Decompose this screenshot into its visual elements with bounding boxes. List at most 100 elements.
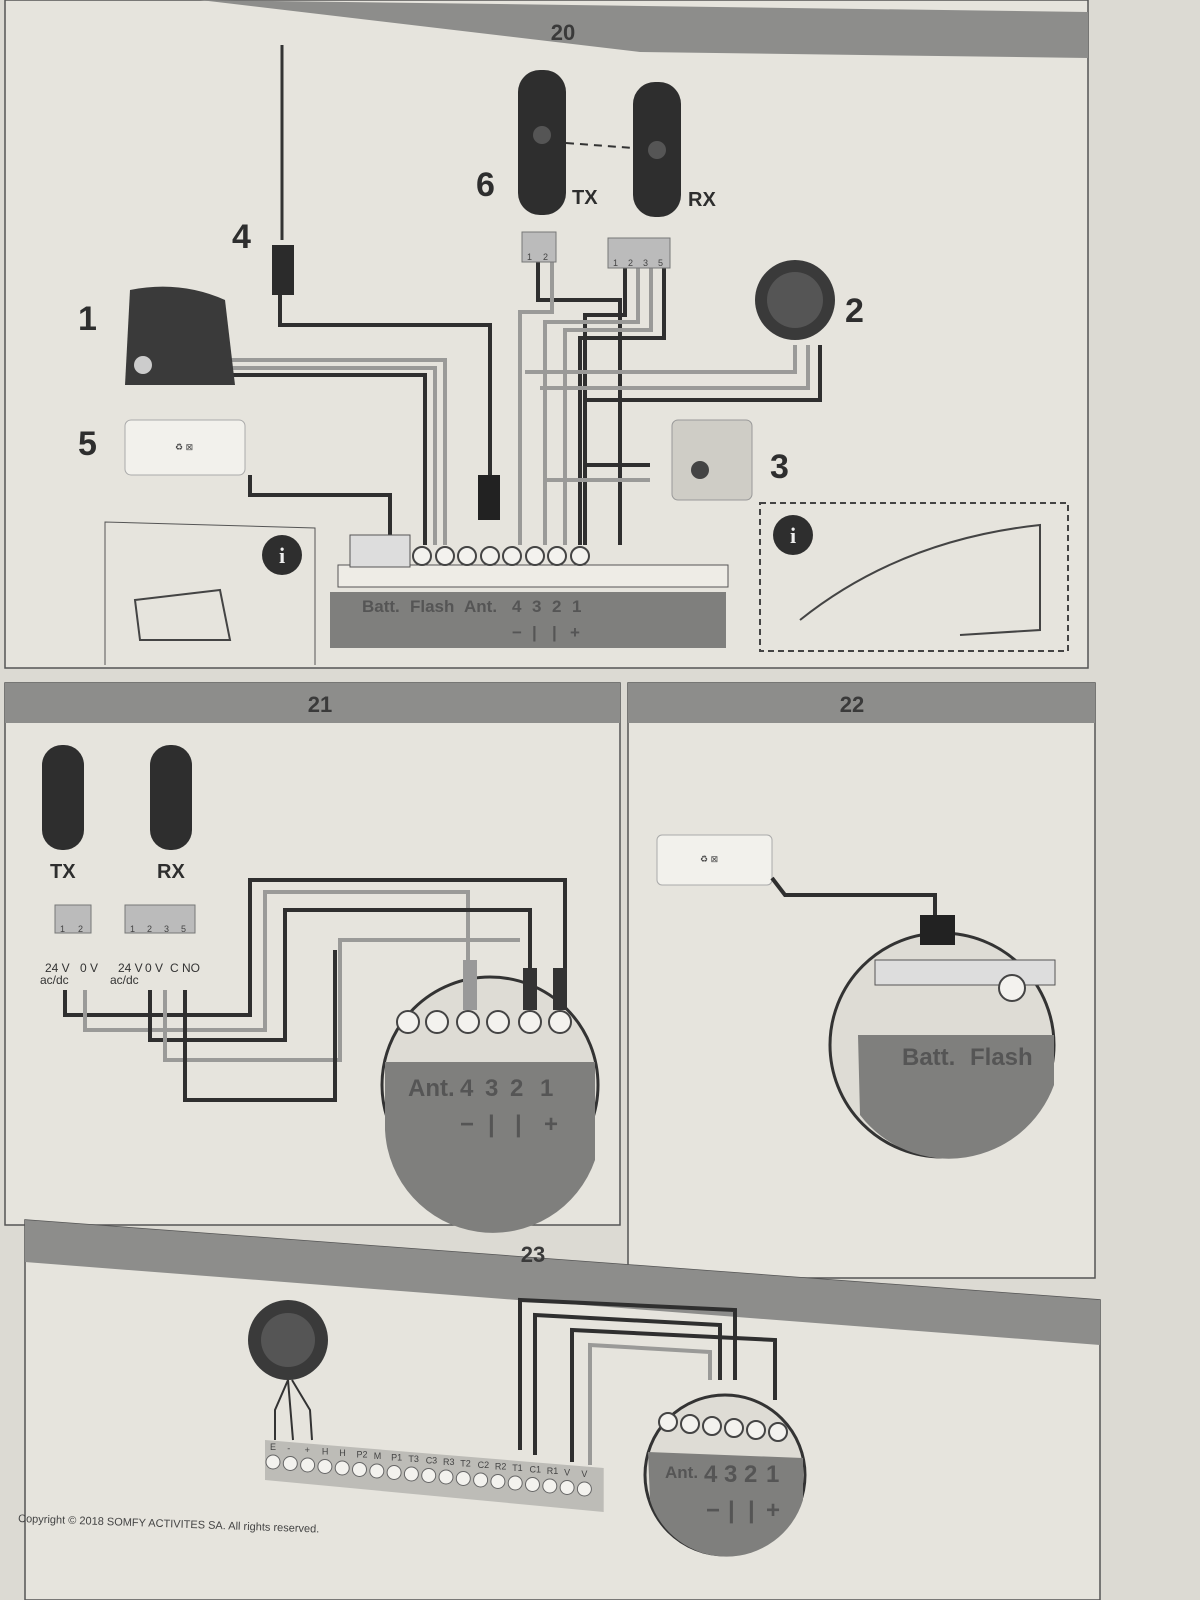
svg-text:3: 3 (724, 1461, 737, 1488)
svg-text:ac/dc: ac/dc (110, 973, 139, 987)
terminal-label: R2 (495, 1462, 507, 1472)
callout-1: 1 (78, 300, 97, 338)
svg-text:4: 4 (460, 1075, 474, 1102)
panel-21: 21 TX RX 1 2 1 2 3 5 24 V 0 V ac/dc 24 V… (4, 682, 621, 1233)
info-icon (773, 515, 813, 555)
terminal-screw (265, 1454, 281, 1470)
svg-text:1: 1 (130, 924, 135, 934)
photocell-rx (150, 745, 192, 850)
svg-text:+: + (766, 1497, 780, 1524)
panel-22-number: 22 (840, 692, 864, 717)
svg-text:Flash: Flash (410, 597, 454, 616)
svg-text:0 V: 0 V (80, 961, 98, 975)
svg-text:|: | (728, 1497, 735, 1524)
terminal-label: H (339, 1448, 346, 1458)
zoom-circle-terminals: Ant. 4 3 2 1 − | | + (643, 1393, 807, 1557)
svg-text:3: 3 (164, 924, 169, 934)
terminal-label: P2 (357, 1450, 368, 1460)
terminal-label: H (322, 1447, 329, 1457)
terminal-label: V (581, 1469, 587, 1479)
rx-label: RX (688, 189, 716, 211)
terminal-screw (473, 1472, 489, 1488)
terminal-label: T3 (408, 1454, 419, 1464)
panel-20: 20 4 (4, 0, 1089, 669)
zoom-circle-battery-terminal: Batt. Flash (828, 915, 1056, 1159)
svg-text:4: 4 (704, 1461, 718, 1488)
terminal-screw (300, 1457, 316, 1473)
tx-terminal-block (54, 904, 92, 934)
svg-text:|: | (552, 623, 557, 642)
zoom-circle-terminals: Ant. 4 3 2 1 − | | + (380, 960, 600, 1233)
svg-text:Ant.: Ant. (408, 1075, 455, 1102)
panel-23-wires (518, 1297, 777, 1465)
terminal-label: E (270, 1442, 276, 1452)
svg-text:−: − (460, 1111, 474, 1138)
svg-text:+: + (544, 1111, 558, 1138)
panel-20-header (200, 0, 1088, 58)
antenna-component: 4 (232, 45, 294, 295)
svg-text:Flash: Flash (970, 1044, 1033, 1071)
terminal-label: T1 (512, 1463, 523, 1473)
svg-text:+: + (570, 623, 580, 642)
info-inset-left: i (104, 521, 316, 665)
battery-component: ♻ ⊠ 5 (78, 419, 246, 476)
terminal-label: R3 (443, 1457, 455, 1467)
terminal-screw (369, 1463, 385, 1479)
callout-5: 5 (78, 425, 97, 463)
terminal-label: + (305, 1445, 310, 1455)
svg-text:3: 3 (643, 258, 648, 268)
svg-text:|: | (488, 1111, 495, 1138)
terminal-label: C2 (478, 1460, 490, 1470)
callout-6: 6 (476, 166, 495, 204)
panel-20-number: 20 (551, 20, 575, 45)
svg-text:Batt.: Batt. (362, 597, 400, 616)
svg-text:24 V: 24 V (118, 961, 143, 975)
svg-text:2: 2 (147, 924, 152, 934)
svg-text:|: | (532, 623, 537, 642)
terminal-legend-panel (648, 1452, 803, 1557)
terminal-screw (438, 1469, 454, 1485)
svg-text:Batt.: Batt. (902, 1044, 955, 1071)
svg-text:2: 2 (628, 258, 633, 268)
svg-text:2: 2 (510, 1075, 523, 1102)
svg-text:C: C (170, 961, 179, 975)
terminal-label: C3 (426, 1456, 438, 1466)
terminal-legend-panel (858, 1035, 1054, 1159)
svg-text:−: − (706, 1497, 720, 1524)
svg-text:♻ ⊠: ♻ ⊠ (700, 854, 718, 864)
svg-text:−: − (512, 623, 522, 642)
terminal-screw (317, 1459, 333, 1474)
svg-text:5: 5 (658, 258, 663, 268)
terminal-screw (282, 1456, 298, 1471)
svg-text:24 V: 24 V (45, 961, 70, 975)
antenna-coax-connector (478, 475, 500, 520)
terminal-screw (421, 1468, 437, 1483)
svg-text:3: 3 (485, 1075, 498, 1102)
tx-label: TX (50, 861, 76, 883)
terminal-screw (352, 1462, 367, 1477)
svg-text:4: 4 (512, 597, 522, 616)
terminal-screw (525, 1477, 540, 1492)
svg-text:2: 2 (543, 252, 548, 262)
svg-text:|: | (515, 1111, 522, 1138)
terminal-screw (576, 1481, 592, 1497)
terminal-screw (559, 1480, 575, 1495)
svg-text:Ant.: Ant. (464, 597, 497, 616)
svg-text:1: 1 (60, 924, 65, 934)
keypad-component: 2 (755, 260, 864, 340)
terminal-legend-panel (385, 1062, 595, 1233)
panel-23-number: 23 (521, 1242, 545, 1267)
panel-21-wires (63, 878, 567, 1102)
terminal-screw (386, 1465, 402, 1480)
svg-text:i: i (790, 523, 796, 548)
panel-21-header (5, 683, 620, 723)
callout-4: 4 (232, 218, 251, 256)
keypad-component (248, 1300, 328, 1441)
terminal-label: - (287, 1444, 290, 1454)
terminal-screw (490, 1474, 506, 1489)
terminal-label: T2 (460, 1459, 471, 1469)
tx-label: TX (572, 187, 598, 209)
